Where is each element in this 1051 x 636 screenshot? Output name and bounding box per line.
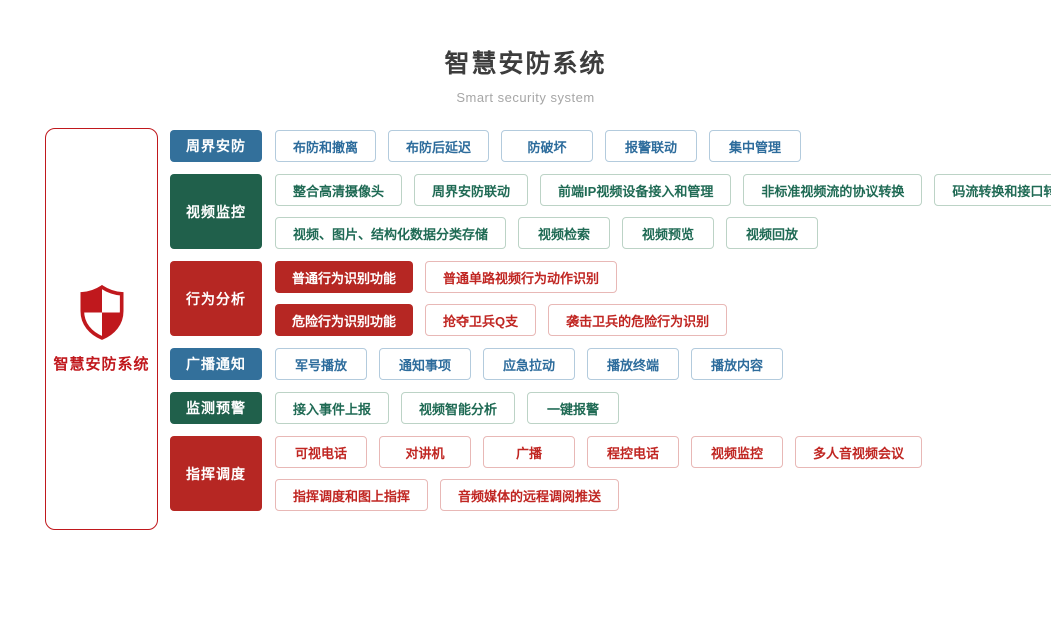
feature-lines: 军号播放通知事项应急拉动播放终端播放内容	[275, 348, 783, 380]
feature-line: 指挥调度和图上指挥音频媒体的远程调阅推送	[275, 479, 922, 511]
feature-lines: 接入事件上报视频智能分析一键报警	[275, 392, 620, 424]
feature-chip: 视频监控	[691, 436, 783, 468]
category-label: 监测预警	[170, 392, 262, 424]
feature-line: 视频、图片、结构化数据分类存储视频检索视频预览视频回放	[275, 217, 1051, 249]
page-header: 智慧安防系统 Smart security system	[0, 44, 1051, 105]
feature-chip: 集中管理	[709, 130, 802, 162]
category-label: 视频监控	[170, 174, 262, 249]
feature-chip: 前端IP视频设备接入和管理	[540, 174, 732, 206]
feature-chip: 视频、图片、结构化数据分类存储	[275, 217, 507, 249]
feature-line: 危险行为识别功能抢夺卫兵Q支袭击卫兵的危险行为识别	[275, 304, 728, 336]
feature-chip: 接入事件上报	[275, 392, 390, 424]
feature-line: 接入事件上报视频智能分析一键报警	[275, 392, 620, 424]
page-title: 智慧安防系统	[444, 50, 607, 78]
category-row-2: 行为分析普通行为识别功能普通单路视频行为动作识别危险行为识别功能抢夺卫兵Q支袭击…	[170, 261, 1000, 336]
root-label: 智慧安防系统	[53, 356, 150, 373]
feature-line: 军号播放通知事项应急拉动播放终端播放内容	[275, 348, 783, 380]
feature-chip: 报警联动	[605, 130, 698, 162]
feature-lines: 可视电话对讲机广播程控电话视频监控多人音视频会议指挥调度和图上指挥音频媒体的远程…	[275, 436, 923, 511]
feature-chip: 非标准视频流的协议转换	[743, 174, 923, 206]
feature-chip: 播放终端	[587, 348, 679, 380]
feature-line: 可视电话对讲机广播程控电话视频监控多人音视频会议	[275, 436, 923, 468]
page-subtitle: Smart security system	[456, 90, 595, 105]
feature-chip: 袭击卫兵的危险行为识别	[548, 304, 728, 336]
category-row-3: 广播通知军号播放通知事项应急拉动播放终端播放内容	[170, 348, 1000, 380]
category-label: 周界安防	[170, 130, 262, 162]
category-label: 广播通知	[170, 348, 262, 380]
feature-chip: 整合高清摄像头	[275, 174, 403, 206]
feature-chip: 布防和撤离	[275, 130, 377, 162]
feature-chip: 通知事项	[379, 348, 471, 380]
feature-lines: 整合高清摄像头周界安防联动前端IP视频设备接入和管理非标准视频流的协议转换码流转…	[275, 174, 1051, 249]
feature-line: 布防和撤离布防后延迟防破坏报警联动集中管理	[275, 130, 802, 162]
category-row-4: 监测预警接入事件上报视频智能分析一键报警	[170, 392, 1000, 424]
feature-chip: 应急拉动	[483, 348, 575, 380]
feature-line: 普通行为识别功能普通单路视频行为动作识别	[275, 261, 727, 293]
category-label: 行为分析	[170, 261, 262, 336]
category-row-1: 视频监控整合高清摄像头周界安防联动前端IP视频设备接入和管理非标准视频流的协议转…	[170, 174, 1051, 249]
feature-chip: 多人音视频会议	[795, 436, 923, 468]
feature-chip: 危险行为识别功能	[275, 304, 414, 336]
feature-chip: 布防后延迟	[388, 130, 490, 162]
feature-chip: 程控电话	[587, 436, 679, 468]
feature-chip: 普通单路视频行为动作识别	[425, 261, 618, 293]
feature-chip: 播放内容	[691, 348, 783, 380]
feature-chip: 周界安防联动	[414, 174, 529, 206]
feature-lines: 布防和撤离布防后延迟防破坏报警联动集中管理	[275, 130, 802, 162]
feature-chip: 防破坏	[501, 130, 594, 162]
feature-chip: 码流转换和接口转换	[934, 174, 1051, 206]
feature-chip: 视频回放	[726, 217, 819, 249]
feature-chip: 抢夺卫兵Q支	[425, 304, 537, 336]
feature-chip: 可视电话	[275, 436, 367, 468]
category-label: 指挥调度	[170, 436, 262, 511]
feature-chip: 指挥调度和图上指挥	[275, 479, 429, 511]
feature-chip: 视频智能分析	[401, 392, 516, 424]
feature-chip: 音频媒体的远程调阅推送	[440, 479, 620, 511]
category-row-0: 周界安防布防和撤离布防后延迟防破坏报警联动集中管理	[170, 130, 1000, 162]
feature-chip: 视频检索	[518, 217, 611, 249]
feature-lines: 普通行为识别功能普通单路视频行为动作识别危险行为识别功能抢夺卫兵Q支袭击卫兵的危…	[275, 261, 728, 336]
feature-chip: 普通行为识别功能	[275, 261, 414, 293]
category-row-5: 指挥调度可视电话对讲机广播程控电话视频监控多人音视频会议指挥调度和图上指挥音频媒…	[170, 436, 1000, 511]
feature-chip: 对讲机	[379, 436, 471, 468]
feature-line: 整合高清摄像头周界安防联动前端IP视频设备接入和管理非标准视频流的协议转换码流转…	[275, 174, 1051, 206]
feature-chip: 视频预览	[622, 217, 715, 249]
feature-chip: 一键报警	[527, 392, 620, 424]
feature-chip: 军号播放	[275, 348, 367, 380]
feature-chip: 广播	[483, 436, 575, 468]
category-rows: 周界安防布防和撤离布防后延迟防破坏报警联动集中管理视频监控整合高清摄像头周界安防…	[170, 130, 1051, 523]
root-node: 智慧安防系统	[45, 128, 158, 530]
shield-icon	[76, 284, 128, 341]
